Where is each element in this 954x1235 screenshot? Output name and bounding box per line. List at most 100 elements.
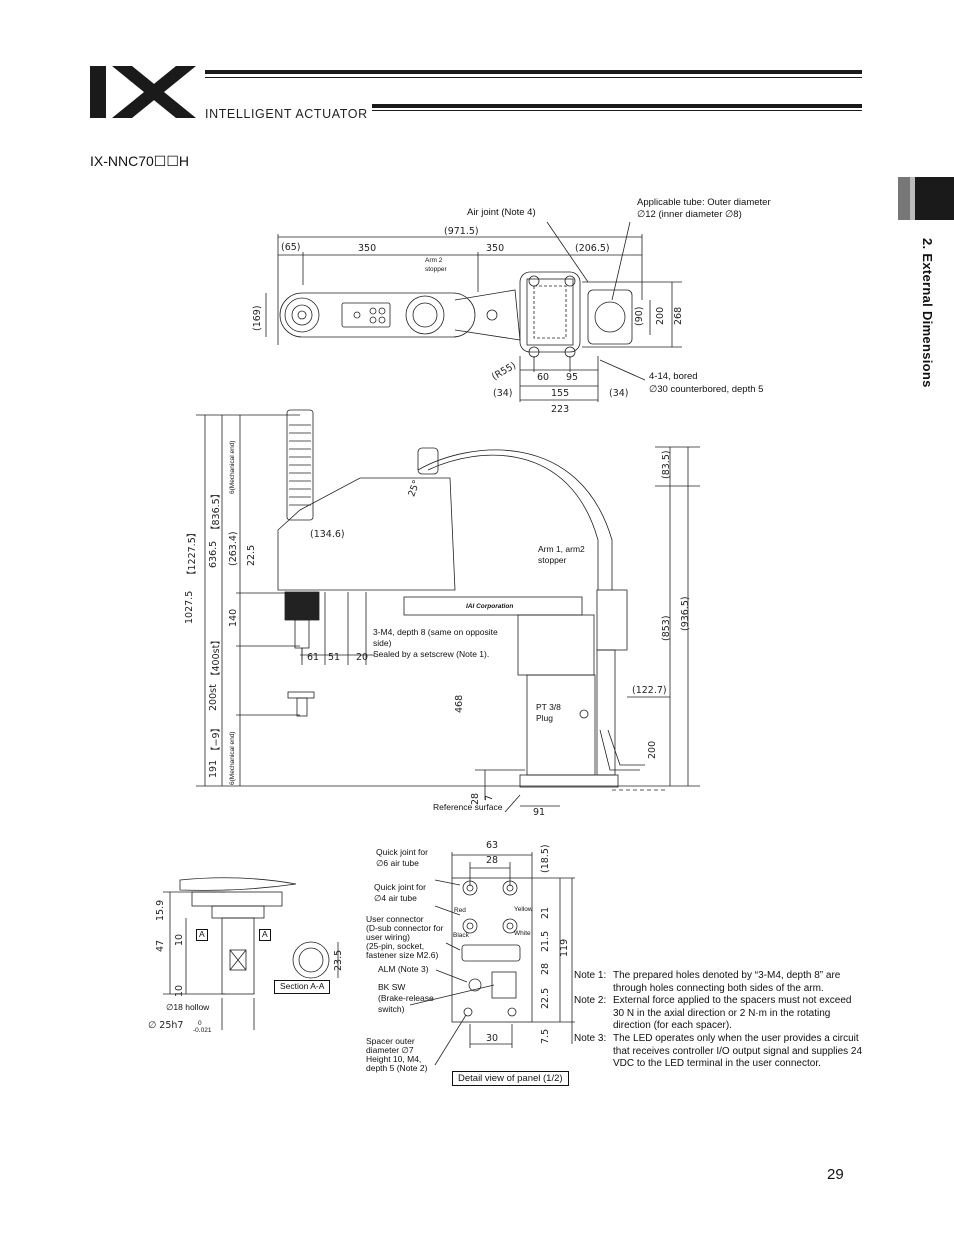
dim-263: (263.4) [228, 531, 239, 566]
dim-191: 191 [208, 759, 219, 778]
dim-height-90: (90) [634, 306, 645, 326]
model-title: IX-NNC70☐☐H [90, 153, 190, 169]
dim-20: 20 [356, 652, 369, 663]
arm2-stopper-line1: Arm 2 [425, 257, 443, 264]
quick-joint-6-line1: Quick joint for [376, 847, 428, 857]
user-connector-line4: (25-pin, socket, [366, 941, 425, 951]
user-connector-line5: fastener size M2.6) [366, 950, 439, 960]
dim-base-95: 95 [566, 372, 579, 383]
section-mark-right: A [259, 929, 271, 941]
dim-853: (853) [661, 615, 672, 641]
callout-tube-line2: ∅12 (inner diameter ∅8) [637, 209, 742, 220]
dim-total-length: (971.5) [444, 226, 479, 237]
dim-468: 468 [454, 694, 465, 713]
section-tab-marker [898, 177, 910, 220]
dim-panel-28: 28 [540, 962, 551, 975]
spacer-line2: diameter ∅7 [366, 1045, 414, 1055]
note-2: Note 2:External force applied to the spa… [574, 995, 865, 1033]
mechanical-end-top: 6(Mechanical end) [229, 440, 236, 494]
tapped-holes-line1: 3-M4, depth 8 (same on opposite [373, 627, 498, 637]
dim-base-155: 155 [551, 388, 570, 399]
dim-836: 【836.5】 [211, 488, 222, 535]
user-connector-line2: (D-sub connector for [366, 923, 444, 933]
arm2-stopper-line2: stopper [425, 266, 447, 273]
dim-panel-119: 119 [559, 938, 570, 957]
tapped-holes-line3: Sealed by a setscrew (Note 1). [373, 649, 490, 659]
note-tag: Note 3: [574, 1033, 607, 1044]
hollow-label: ∅18 hollow [166, 1002, 210, 1012]
dim-15-9: 15.9 [155, 899, 166, 921]
led-red: Red [454, 907, 466, 914]
led-black: Black [453, 932, 469, 939]
dim-636: 636.5 [208, 540, 219, 568]
pt-plug-line2: Plug [536, 713, 554, 723]
side-view-drawing [196, 409, 700, 813]
body-brand-text: IAI Corporation [466, 603, 514, 610]
led-white: White [514, 930, 531, 937]
dim-7: 7 [484, 794, 495, 801]
reference-surface: Reference surface [433, 802, 503, 812]
mechanical-end-bottom: 6(Mechanical end) [229, 731, 236, 785]
header-rule [205, 70, 862, 74]
dim-left: (65) [281, 242, 301, 253]
callout-air-joint: Air joint (Note 4) [467, 207, 536, 218]
section-tab-title: 2. External Dimensions [920, 238, 935, 388]
section-tab-marker [910, 177, 915, 220]
dim-arm1: 350 [358, 243, 377, 254]
dim-panel-28-top: 28 [486, 855, 499, 866]
dim-10-lower: 10 [174, 984, 185, 997]
dim-936: (936.5) [680, 596, 691, 631]
spacer-line3: Height 10, M4, [366, 1054, 422, 1064]
note-text: The LED operates only when the user prov… [613, 1033, 863, 1070]
dim-right: (206.5) [575, 243, 610, 254]
dim-base-34-right: (34) [609, 388, 629, 399]
panel-detail-title: Detail view of panel (1/2) [452, 1071, 569, 1086]
bored-holes-line1: 4-14, bored [649, 371, 698, 382]
bk-sw-line3: switch) [378, 1004, 405, 1014]
dim-base-223: 223 [551, 404, 570, 415]
dim-61: 61 [307, 652, 320, 663]
header-rule [372, 104, 862, 108]
dim-panel-7-5: 7.5 [540, 1028, 551, 1044]
dim-panel-21: 21 [540, 906, 551, 919]
shaft-detail-drawing [163, 877, 339, 1030]
dim-minus9: 【−9】 [211, 722, 222, 756]
tolerance-lower: -0.021 [193, 1027, 212, 1034]
dim-22: 22.5 [246, 544, 257, 566]
dim-200-side: 200 [647, 740, 658, 759]
shaft-fit: ∅ 25h7 [148, 1020, 184, 1031]
dim-panel-22-5: 22.5 [540, 987, 551, 1009]
panel-detail-drawing [409, 852, 575, 1066]
spacer-line4: depth 5 (Note 2) [366, 1063, 428, 1073]
led-yellow: Yellow [514, 906, 533, 913]
note-text: The prepared holes denoted by “3-M4, dep… [613, 970, 841, 994]
dim-23-5: 23.5 [333, 949, 344, 971]
dim-1227: 【1227.5】 [187, 527, 198, 580]
dim-height-200: 200 [655, 306, 666, 325]
user-connector-line3: user wiring) [366, 932, 410, 942]
ix-logo-icon [90, 66, 196, 118]
note-3: Note 3: The LED operates only when the us… [574, 1033, 865, 1071]
header-rule [372, 110, 862, 111]
section-mark-left: A [196, 929, 208, 941]
dim-47: 47 [155, 939, 166, 952]
bk-sw-line1: BK SW [378, 982, 406, 992]
dim-200st: 200st [208, 684, 219, 711]
section-a-a-label: Section A-A [274, 980, 331, 994]
arm-stopper-line1: Arm 1, arm2 [538, 544, 585, 554]
note-text: External force applied to the spacers mu… [613, 995, 852, 1032]
dim-height-268: 268 [673, 306, 684, 325]
dim-base-34-left: (34) [493, 388, 513, 399]
quick-joint-6-line2: ∅6 air tube [376, 858, 419, 868]
bk-sw-line2: (Brake-release [378, 993, 434, 1003]
note-tag: Note 1: [574, 970, 607, 981]
dim-134: (134.6) [310, 529, 345, 540]
dim-panel-18-5: (18.5) [540, 844, 551, 873]
dim-arm2: 350 [486, 243, 505, 254]
dim-83: (83.5) [661, 450, 672, 479]
dim-height-169: (169) [252, 305, 263, 331]
header-rule [205, 77, 862, 78]
dim-91: 91 [533, 807, 546, 818]
note-1: Note 1: The prepared holes denoted by “3-… [574, 970, 865, 995]
dim-1027: 1027.5 [184, 590, 195, 624]
